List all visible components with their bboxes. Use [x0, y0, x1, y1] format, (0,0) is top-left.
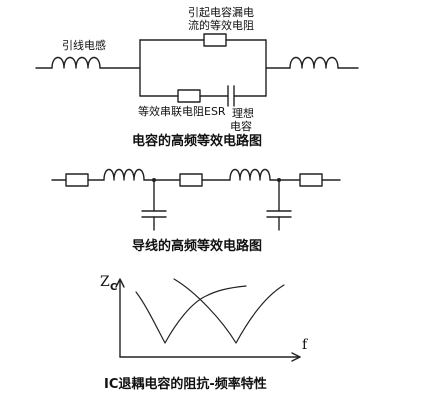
series-resistor-2 — [179, 173, 203, 187]
first-capacitor-impedance-curve — [135, 285, 247, 344]
right-lead-inductor-symbol — [289, 56, 339, 69]
series-inductor-2 — [229, 168, 271, 181]
ideal-capacitor-label-line2: 电容 — [230, 119, 252, 133]
esr-resistor-symbol — [177, 89, 201, 103]
ideal-capacitor-label-line1: 理想 — [232, 106, 254, 120]
impedance-frequency-plot: Z C f IC退耦电容的阻抗-频率特性 — [100, 274, 309, 392]
frequency-axis-arrow — [291, 352, 301, 362]
leakage-resistor-label-line2: 流的等效电阻 — [188, 18, 254, 32]
impedance-axis-arrow — [115, 278, 125, 288]
wire-equivalent-circuit: 导线的高频等效电路图 — [51, 168, 341, 254]
series-resistor-1 — [65, 173, 89, 187]
second-capacitor-impedance-curve — [173, 278, 285, 344]
lead-inductor-symbol — [51, 56, 101, 69]
frequency-axis-label: f — [302, 337, 309, 353]
impedance-axis-subscript: C — [110, 282, 117, 293]
capacitor-equivalent-circuit: 引线电感 引起电容漏电 流的等效电阻 等效串联电阻ESR 理想 电 — [35, 5, 359, 149]
series-resistor-3 — [299, 173, 323, 187]
lead-inductance-label: 引线电感 — [62, 38, 106, 52]
leakage-resistor-label-line1: 引起电容漏电 — [188, 5, 254, 19]
wire-circuit-caption: 导线的高频等效电路图 — [132, 238, 262, 254]
impedance-axis-label: Z — [100, 274, 110, 290]
capacitor-circuit-caption: 电容的高频等效电路图 — [132, 133, 262, 149]
leakage-resistor-symbol — [203, 33, 227, 47]
esr-label: 等效串联电阻ESR — [138, 104, 226, 118]
series-inductor-1 — [103, 168, 145, 181]
impedance-plot-caption: IC退耦电容的阻抗-频率特性 — [104, 376, 267, 392]
